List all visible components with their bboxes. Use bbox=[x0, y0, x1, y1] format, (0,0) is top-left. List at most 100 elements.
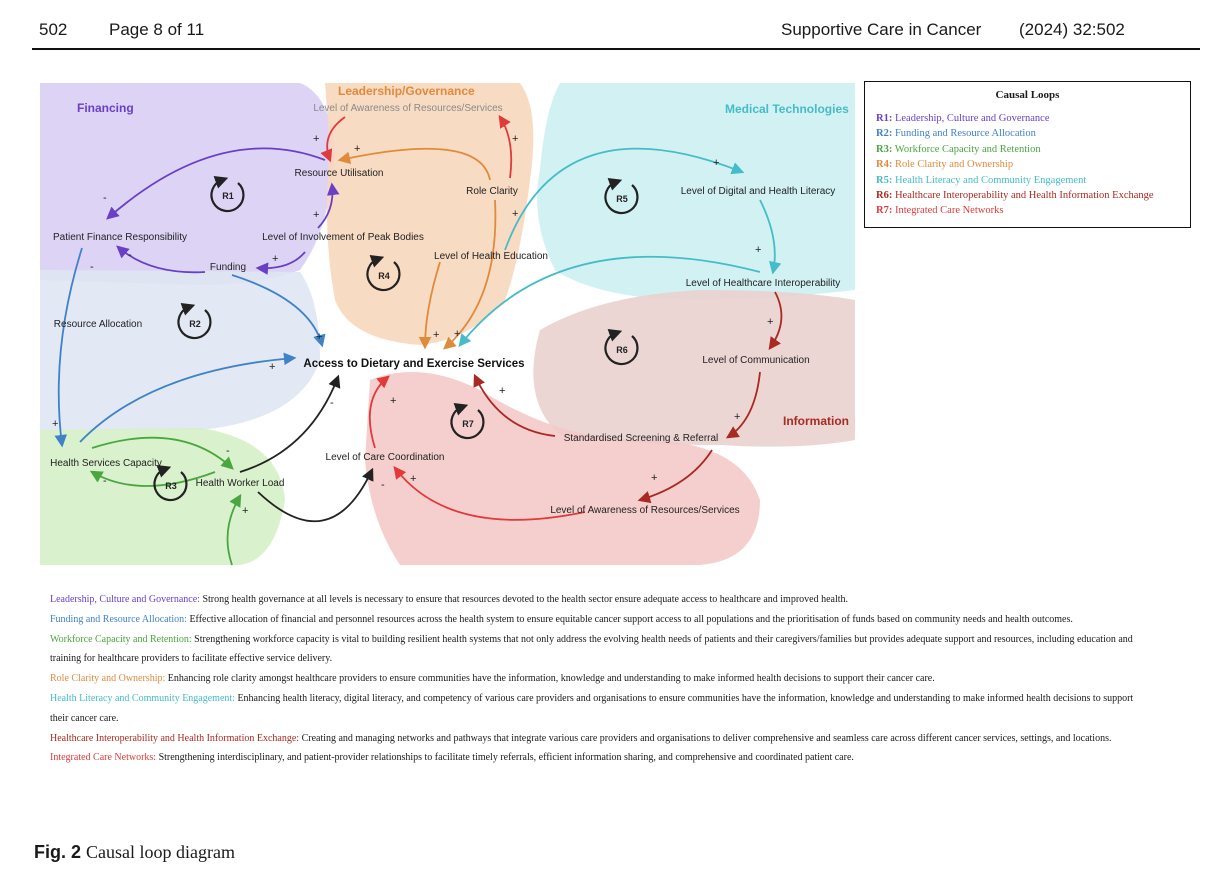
figure-label: Fig. 2 bbox=[34, 842, 82, 862]
region-medtech-blob bbox=[537, 83, 855, 300]
node-awareness-top: Level of Awareness of Resources/Services bbox=[313, 103, 502, 114]
description-integrated-care: Integrated Care Networks: Strengthening … bbox=[50, 752, 854, 764]
legend-item-r5: R5: Health Literacy and Community Engage… bbox=[876, 174, 1087, 186]
node-role-clarity: Role Clarity bbox=[466, 186, 518, 197]
arrow-digital-to-interop bbox=[759, 199, 782, 275]
region-care-networks-blob bbox=[365, 372, 760, 565]
svg-text:R5: R5 bbox=[616, 194, 628, 204]
page-number: 502 bbox=[39, 20, 68, 39]
citation: (2024) 32:502 bbox=[1019, 20, 1125, 39]
legend-item-r7: R7: Integrated Care Networks bbox=[876, 205, 1004, 217]
sign-plus: + bbox=[272, 253, 278, 265]
sign-plus: + bbox=[313, 133, 319, 145]
sign-plus: + bbox=[269, 361, 275, 373]
sign-minus: - bbox=[90, 261, 94, 273]
region-workforce-blob bbox=[40, 428, 285, 565]
region-leadership-blob bbox=[325, 83, 534, 345]
loop-r4: R4 bbox=[366, 255, 401, 292]
arrow-peakbodies-to-funding bbox=[255, 251, 306, 275]
loop-descriptions: Leadership, Culture and Governance: Stro… bbox=[50, 590, 1150, 768]
arrow-screening-to-awareness bbox=[637, 449, 713, 504]
node-peak-bodies: Level of Involvement of Peak Bodies bbox=[262, 232, 424, 243]
node-communication: Level of Communication bbox=[702, 355, 809, 366]
node-access: Access to Dietary and Exercise Services bbox=[303, 358, 524, 370]
arrow-funding-to-access bbox=[231, 274, 326, 348]
sign-plus: + bbox=[512, 208, 518, 220]
node-resource-allocation: Resource Allocation bbox=[54, 319, 142, 330]
arrow-roleclarity-to-awareness bbox=[498, 114, 513, 179]
figure-caption: Fig. 2 Causal loop diagram bbox=[34, 842, 235, 863]
arrow-roleclarity-to-access bbox=[443, 199, 497, 350]
node-awareness-bottom: Level of Awareness of Resources/Services bbox=[550, 505, 739, 516]
svg-text:R7: R7 bbox=[462, 419, 474, 429]
loop-r2: R2 bbox=[177, 303, 212, 340]
journal-name: Supportive Care in Cancer bbox=[781, 20, 982, 39]
arrow-funding-to-patient-finance bbox=[116, 245, 206, 274]
legend-title: Causal Loops bbox=[995, 89, 1060, 101]
arrow-capacity-to-access bbox=[79, 352, 297, 443]
region-label-medtech: Medical Technologies bbox=[725, 102, 849, 116]
node-screening: Standardised Screening & Referral bbox=[564, 433, 719, 444]
sign-plus: + bbox=[433, 329, 439, 341]
arrow-resource-to-patient-finance bbox=[106, 147, 326, 220]
description-workforce: Workforce Capacity and Retention: Streng… bbox=[50, 633, 1133, 665]
sign-plus: + bbox=[734, 411, 740, 423]
sign-plus: + bbox=[313, 209, 319, 221]
svg-text:R6: R6 bbox=[616, 345, 628, 355]
region-funding-blob bbox=[40, 270, 320, 430]
loop-r7: R7 bbox=[450, 403, 485, 440]
legend-item-r3: R3: Workforce Capacity and Retention bbox=[876, 143, 1041, 155]
sign-minus: - bbox=[103, 475, 107, 487]
sign-plus: + bbox=[52, 418, 58, 430]
sign-minus: - bbox=[330, 397, 334, 409]
description-interoperability: Healthcare Interoperability and Health I… bbox=[50, 732, 1112, 744]
arrow-peakbodies-to-resource bbox=[317, 182, 340, 229]
sign-plus: + bbox=[499, 385, 505, 397]
sign-minus: - bbox=[226, 445, 230, 457]
sign-plus: + bbox=[713, 157, 719, 169]
svg-text:R3: R3 bbox=[165, 481, 177, 491]
node-health-education: Level of Health Education bbox=[434, 251, 548, 262]
sign-plus: + bbox=[755, 244, 761, 256]
loop-r6: R6 bbox=[604, 329, 639, 366]
sign-plus: + bbox=[651, 472, 657, 484]
node-digital-literacy: Level of Digital and Health Literacy bbox=[681, 186, 836, 197]
description-leadership: Leadership, Culture and Governance: Stro… bbox=[50, 594, 849, 605]
sign-plus: + bbox=[410, 473, 416, 485]
svg-text:R2: R2 bbox=[189, 319, 201, 329]
loop-r3: R3 bbox=[153, 465, 188, 502]
arrow-workforce-to-load bbox=[226, 493, 242, 566]
arrow-coordination-to-access bbox=[368, 375, 390, 449]
header-rule bbox=[32, 48, 1200, 50]
legend-item-r4: R4: Role Clarity and Ownership bbox=[876, 159, 1014, 171]
sign-plus: + bbox=[390, 395, 396, 407]
polarity-signs: + + + + - + + - + + - + + + + + + + - + … bbox=[52, 133, 773, 517]
region-financing-blob bbox=[40, 83, 335, 285]
sign-minus: - bbox=[103, 192, 107, 204]
region-label-leadership: Leadership/Governance bbox=[338, 84, 475, 98]
node-care-coordination: Level of Care Coordination bbox=[326, 452, 445, 463]
arrow-interop-to-access bbox=[458, 255, 761, 347]
sign-plus: + bbox=[454, 328, 460, 340]
node-patient-finance: Patient Finance Responsibility bbox=[53, 232, 187, 243]
arrow-interop-to-communication bbox=[768, 291, 783, 351]
legend-item-r1: R1: Leadership, Culture and Governance bbox=[876, 113, 1050, 124]
arrow-education-to-access bbox=[418, 261, 441, 350]
loop-r1: R1 bbox=[210, 176, 245, 213]
description-funding: Funding and Resource Allocation: Effecti… bbox=[50, 613, 1073, 625]
arrow-load-to-access bbox=[239, 374, 341, 473]
figure-caption-text: Causal loop diagram bbox=[86, 842, 235, 862]
node-interoperability: Level of Healthcare Interoperability bbox=[686, 278, 841, 289]
page-of: Page 8 of 11 bbox=[109, 20, 205, 39]
arrow-load-to-capacity bbox=[89, 470, 216, 487]
arrow-screening-to-access bbox=[473, 373, 556, 437]
sign-plus: + bbox=[242, 505, 248, 517]
description-role-clarity: Role Clarity and Ownership: Enhancing ro… bbox=[50, 673, 935, 685]
arrow-load-to-coordination bbox=[257, 467, 374, 523]
sign-plus: + bbox=[512, 133, 518, 145]
arrow-roleclarity-to-resource bbox=[337, 147, 491, 181]
sign-minus: - bbox=[128, 249, 132, 261]
sign-plus: + bbox=[354, 143, 360, 155]
legend-item-r6: R6: Healthcare Interoperability and Heal… bbox=[876, 190, 1154, 202]
